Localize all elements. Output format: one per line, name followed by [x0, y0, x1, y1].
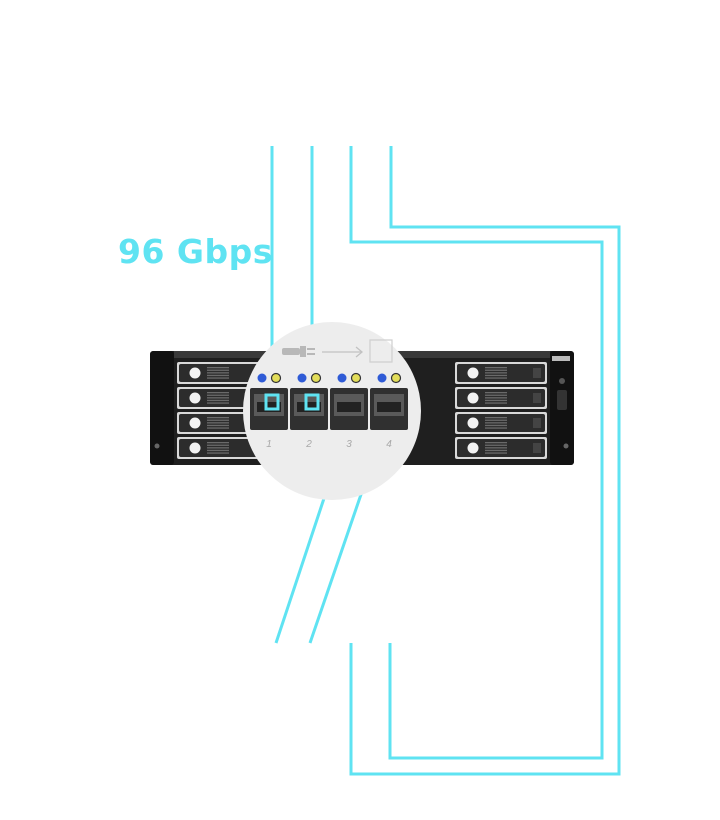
status-led-icon: [297, 373, 307, 383]
screw-icon: [282, 346, 315, 357]
bay-latch-button[interactable]: [467, 417, 479, 429]
cable-4-upper: [349, 146, 621, 776]
bay-latch-button[interactable]: [189, 392, 201, 404]
port-number-label: 2: [305, 439, 312, 450]
brand-logo: [552, 356, 570, 361]
drive-bay[interactable]: [455, 362, 547, 384]
cable-plug-1: [264, 393, 280, 411]
drive-bay[interactable]: [455, 412, 547, 434]
bay-latch-button[interactable]: [189, 367, 201, 379]
port-number-label: 1: [266, 439, 272, 450]
bay-latch-button[interactable]: [467, 367, 479, 379]
bay-latch-button[interactable]: [189, 417, 201, 429]
bandwidth-label: 96 Gbps: [118, 232, 273, 271]
bay-latch-button[interactable]: [467, 442, 479, 454]
link-led-icon: [310, 372, 322, 384]
bay-latch-button[interactable]: [189, 442, 201, 454]
arrow-right-icon: [322, 346, 364, 358]
drive-bay[interactable]: [455, 387, 547, 409]
link-led-icon: [350, 372, 362, 384]
port-number-label: 3: [346, 439, 352, 450]
network-port[interactable]: 4: [370, 372, 408, 451]
link-led-icon: [270, 372, 282, 384]
status-led-icon: [377, 373, 387, 383]
drive-bay[interactable]: [455, 437, 547, 459]
status-led-icon: [337, 373, 347, 383]
power-button: [559, 378, 565, 384]
drive-bays-right: [455, 362, 547, 459]
link-led-icon: [390, 372, 402, 384]
cable-plug-2: [304, 393, 320, 411]
cable-3-upper: [349, 146, 604, 760]
port-number-label: 4: [386, 439, 392, 450]
magnifier: 1 2 3 4: [243, 322, 421, 500]
status-led-icon: [257, 373, 267, 383]
bay-latch-button[interactable]: [467, 392, 479, 404]
network-port[interactable]: 3: [330, 372, 368, 451]
